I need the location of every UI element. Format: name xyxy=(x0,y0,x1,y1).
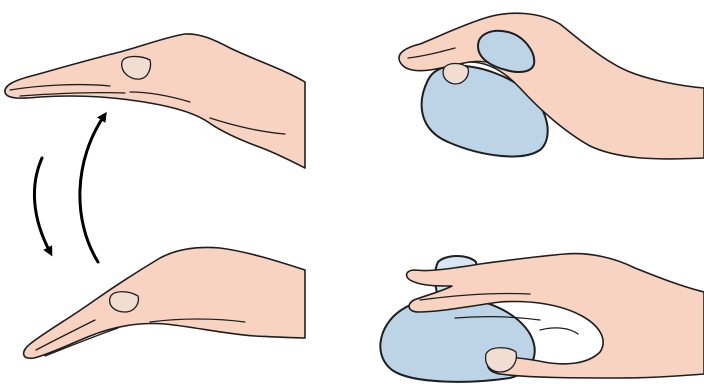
hand-gripping-ball xyxy=(399,13,704,159)
thumbnail xyxy=(443,64,468,85)
arrow-up-icon xyxy=(80,116,104,262)
flat-hand-icon xyxy=(5,34,305,168)
lowered-hand-icon xyxy=(24,247,305,358)
flat-hand-raised xyxy=(5,34,305,168)
arrow-down-icon xyxy=(34,158,50,252)
thumbnail xyxy=(110,292,139,312)
flat-hand-lowered xyxy=(24,247,305,358)
hand-pressing-ball xyxy=(380,254,704,382)
thumbnail xyxy=(486,348,517,372)
motion-arrows xyxy=(34,116,104,262)
